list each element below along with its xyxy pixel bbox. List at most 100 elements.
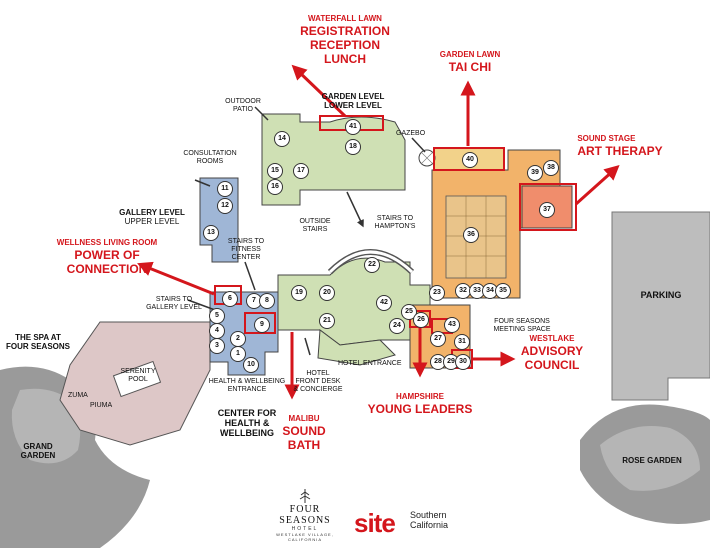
label-hotel-entrance: HOTEL ENTRANCE	[338, 360, 402, 367]
wellness-arrow	[137, 261, 215, 296]
room-43: 43	[444, 317, 460, 333]
callout-garden-lawn-venue: GARDEN LAWN	[439, 50, 501, 59]
room-2: 2	[230, 331, 246, 347]
callout-malibu-line-2: BATH	[287, 438, 321, 452]
malibu-highlight	[244, 312, 276, 334]
room-17: 17	[293, 163, 309, 179]
room-24: 24	[389, 318, 405, 334]
room-13: 13	[203, 225, 219, 241]
four-seasons-tree-icon	[299, 489, 311, 503]
four-seasons-logo: FOUR SEASONS HOTEL WESTLAKE VILLAGE, CAL…	[265, 488, 345, 542]
room-6: 6	[222, 291, 238, 307]
callout-wellness-venue: WELLNESS LIVING ROOM	[56, 238, 158, 247]
room-15: 15	[267, 163, 283, 179]
callout-garden-lawn-line-1: TAI CHI	[448, 60, 492, 74]
room-35: 35	[495, 283, 511, 299]
room-28: 28	[430, 354, 446, 370]
callout-westlake-line-2: COUNCIL	[524, 358, 580, 372]
room-36: 36	[463, 227, 479, 243]
callout-hampshire: HAMPSHIRE YOUNG LEADERS	[368, 392, 473, 416]
room-4: 4	[209, 323, 225, 339]
callout-wellness-living-room: WELLNESS LIVING ROOM POWER OF CONNECTION	[57, 238, 157, 276]
room-34: 34	[482, 283, 498, 299]
callout-sound-stage-line-1: ART THERAPY	[577, 144, 663, 158]
room-26: 26	[413, 312, 429, 328]
serenity-pool	[112, 360, 162, 398]
room-40: 40	[462, 152, 478, 168]
callout-garden-lawn: GARDEN LAWN TAI CHI	[440, 50, 500, 74]
site-wordmark: site	[354, 508, 396, 538]
sound-stage-highlight	[519, 183, 577, 231]
garden-lawn-highlight	[433, 147, 505, 171]
callout-malibu-line-1: SOUND	[282, 424, 326, 438]
room-19: 19	[291, 285, 307, 301]
callout-malibu: MALIBU SOUND BATH	[282, 414, 325, 452]
room-20: 20	[319, 285, 335, 301]
room-21: 21	[319, 313, 335, 329]
callout-sound-stage-venue: SOUND STAGE	[577, 134, 636, 143]
callout-waterfall-venue: WATERFALL LAWN	[308, 14, 382, 23]
room-8: 8	[259, 293, 275, 309]
parking-lot	[611, 211, 710, 401]
garden-level-building	[261, 113, 406, 206]
room-23: 23	[429, 285, 445, 301]
callout-westlake-line-1: ADVISORY	[520, 344, 584, 358]
room-3: 3	[209, 338, 225, 354]
callout-waterfall-line-1: REGISTRATION	[300, 24, 390, 38]
callout-waterfall-line-3: LUNCH	[324, 52, 366, 66]
sound-stage-arrow	[574, 164, 620, 206]
callout-sound-stage: SOUND STAGE ART THERAPY	[577, 134, 662, 158]
label-zuma: ZUMA	[68, 392, 88, 399]
room-41: 41	[345, 119, 361, 135]
callout-waterfall-line-2: RECEPTION	[309, 38, 380, 52]
callout-malibu-venue: MALIBU	[288, 414, 320, 423]
four-seasons-name: FOUR SEASONS	[279, 504, 331, 526]
room-27: 27	[430, 331, 446, 347]
callout-waterfall-lawn: WATERFALL LAWN REGISTRATION RECEPTION LU…	[300, 14, 390, 66]
room-42: 42	[376, 295, 392, 311]
waterfall-arrow	[291, 64, 347, 118]
four-seasons-hotel: HOTEL	[291, 526, 319, 532]
room-22: 22	[364, 257, 380, 273]
room-9: 9	[254, 317, 270, 333]
hotel-entrance-wing	[317, 329, 396, 366]
label-rose-garden: ROSE GARDEN	[622, 456, 682, 465]
room-30: 30	[455, 354, 471, 370]
room-12: 12	[217, 198, 233, 214]
four-seasons-location: WESTLAKE VILLAGE, CALIFORNIA	[276, 532, 334, 542]
room-31: 31	[454, 334, 470, 350]
room-14: 14	[274, 131, 290, 147]
room-39: 39	[527, 165, 543, 181]
label-gazebo: GAZEBO	[396, 130, 426, 137]
room-5: 5	[209, 308, 225, 324]
callout-hampshire-line-1: YOUNG LEADERS	[367, 402, 473, 416]
room-18: 18	[345, 139, 361, 155]
label-parking: PARKING	[640, 290, 682, 300]
room-11: 11	[217, 181, 233, 197]
callout-westlake: WESTLAKE ADVISORY COUNCIL	[521, 334, 583, 372]
room-16: 16	[267, 179, 283, 195]
callout-hampshire-venue: HAMPSHIRE	[395, 392, 444, 401]
room-38: 38	[543, 160, 559, 176]
callout-wellness-line-2: CONNECTION	[66, 262, 148, 276]
callout-westlake-venue: WESTLAKE	[529, 334, 575, 343]
room-37: 37	[539, 202, 555, 218]
